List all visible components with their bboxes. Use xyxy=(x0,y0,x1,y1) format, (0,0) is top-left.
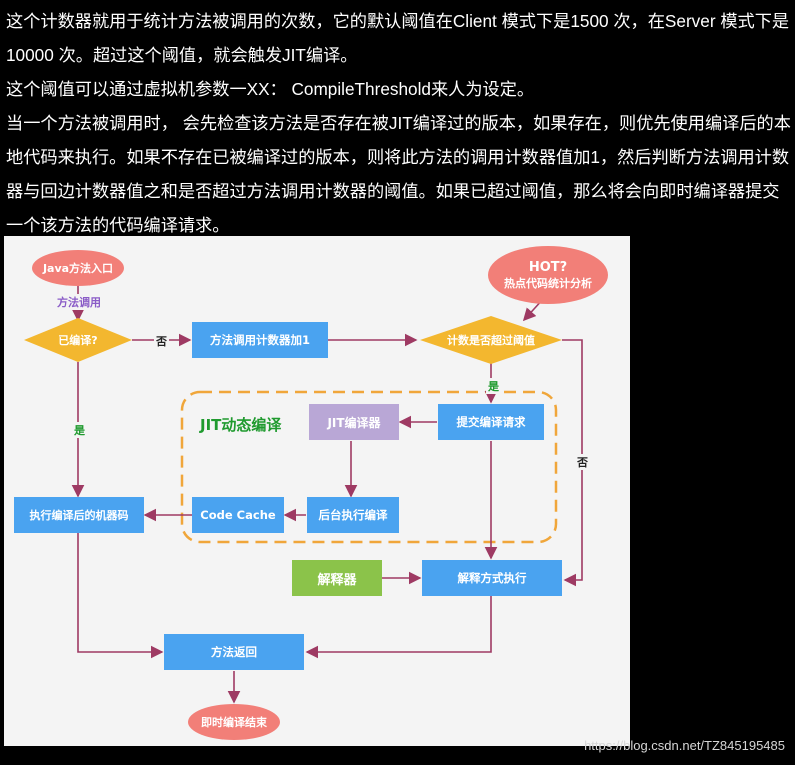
no-label-2: 否 xyxy=(575,454,590,470)
interpret-exec-label: 解释方式执行 xyxy=(457,571,527,585)
bg-compile-label: 后台执行编译 xyxy=(318,508,388,522)
threshold-check-text: 计数是否超过阈值 xyxy=(447,334,535,347)
yes-label-1: 是 xyxy=(486,378,501,394)
hot-sub-label: 热点代码统计分析 xyxy=(504,276,592,290)
yes-label-2: 是 xyxy=(72,422,87,438)
compiled-check-label: 已编译? xyxy=(34,330,122,350)
hot-node: HOT? 热点代码统计分析 xyxy=(488,246,608,304)
watermark: https://blog.csdn.net/TZ845195485 xyxy=(584,738,785,753)
compiled-check-diamond xyxy=(24,318,132,362)
start-label: Java方法入口 xyxy=(42,262,114,275)
submit-label: 提交编译请求 xyxy=(456,415,526,429)
arrow-interpret-return xyxy=(305,596,492,659)
increment-counter-box: 方法调用计数器加1 xyxy=(192,322,328,358)
paragraph-1: 这个计数器就用于统计方法被调用的次数，它的默认阈值在Client 模式下是150… xyxy=(6,11,790,65)
method-return-label: 方法返回 xyxy=(211,645,257,659)
no-label-1: 否 xyxy=(154,333,169,349)
threshold-check-label: 计数是否超过阈值 xyxy=(430,330,552,350)
arrow-exec-return xyxy=(77,532,164,659)
paragraph-3: 当一个方法被调用时， 会先检查该方法是否存在被JIT编译过的版本，如果存在，则优… xyxy=(6,113,791,235)
bg-compile-box: 后台执行编译 xyxy=(307,497,399,533)
exec-machine-code-box: 执行编译后的机器码 xyxy=(14,497,144,533)
hot-label: HOT? xyxy=(528,259,568,275)
call-label: 方法调用 xyxy=(55,294,103,310)
jit-group-title: JIT动态编译 xyxy=(200,416,282,434)
jit-flow-diagram: Java方法入口 方法调用 已编译? 否 方法调用计数器加1 计数是否超过阈值 … xyxy=(4,236,630,746)
interpreter-label: 解释器 xyxy=(317,572,357,588)
code-cache-label: Code Cache xyxy=(200,508,276,522)
diagram-connectors xyxy=(24,286,583,704)
start-node: Java方法入口 xyxy=(32,250,124,286)
jit-compiler-box: JIT编译器 xyxy=(309,404,399,440)
article-text: 这个计数器就用于统计方法被调用的次数，它的默认阈值在Client 模式下是150… xyxy=(6,4,791,242)
threshold-check-diamond xyxy=(420,316,562,364)
increment-label: 方法调用计数器加1 xyxy=(209,333,310,347)
interpreter-box: 解释器 xyxy=(292,560,382,596)
jit-group-border xyxy=(180,390,558,544)
interpret-exec-box: 解释方式执行 xyxy=(422,560,562,596)
jit-compiler-label: JIT编译器 xyxy=(327,415,381,430)
method-return-box: 方法返回 xyxy=(164,634,304,670)
submit-request-box: 提交编译请求 xyxy=(438,404,544,440)
end-label: 即时编译结束 xyxy=(201,716,267,729)
exec-machine-label: 执行编译后的机器码 xyxy=(29,509,129,522)
compiled-check-text: 已编译? xyxy=(58,334,98,347)
end-node: 即时编译结束 xyxy=(188,704,280,740)
code-cache-box: Code Cache xyxy=(192,497,284,533)
paragraph-2: 这个阈值可以通过虚拟机参数一XX： CompileThreshold来人为设定。 xyxy=(6,79,535,99)
